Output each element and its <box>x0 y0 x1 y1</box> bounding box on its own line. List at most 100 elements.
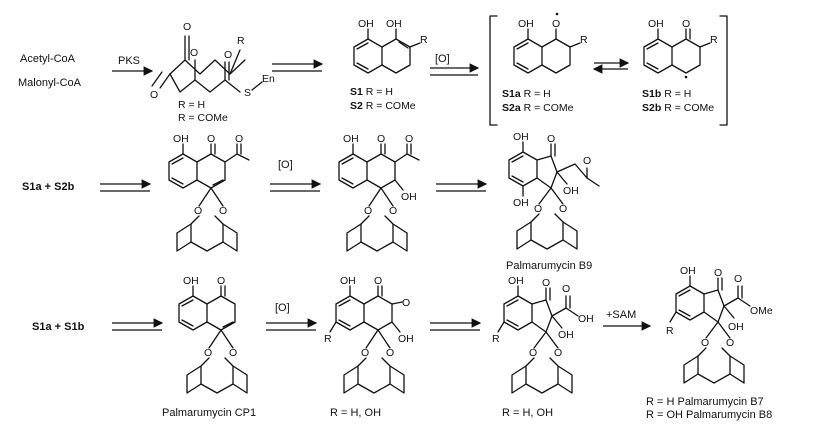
palmarumycin-b8-label: R = OH Palmarumycin B8 <box>646 409 772 421</box>
svg-text:S1b R = H: S1b R = H <box>642 88 691 100</box>
svg-text:OH: OH <box>513 197 529 209</box>
svg-text:OH: OH <box>728 321 744 333</box>
svg-text:O: O <box>554 347 562 359</box>
palmarumycin-cp1-label: Palmarumycin CP1 <box>162 407 256 419</box>
svg-text:S2b R = COMe: S2b R = COMe <box>642 102 714 114</box>
acetyl-coa-label: Acetyl-CoA <box>20 53 76 65</box>
svg-text:S1 R = H: S1 R = H <box>350 86 393 98</box>
svg-text:OH: OH <box>183 275 199 287</box>
radical-resonance: OH O R S1a R = H S2a R = COMe OH O R S1b… <box>489 12 728 126</box>
svg-text:OH: OH <box>508 275 524 287</box>
svg-text:S2a R = COMe: S2a R = COMe <box>502 102 574 114</box>
svg-text:O: O <box>402 297 410 309</box>
svg-text:OH: OH <box>680 265 696 277</box>
svg-text:[O]: [O] <box>435 53 450 65</box>
svg-text:OH: OH <box>343 133 359 145</box>
svg-text:O: O <box>389 205 397 217</box>
svg-text:O: O <box>235 133 243 145</box>
svg-text:R: R <box>492 333 500 345</box>
row2-arrow-1 <box>100 179 152 192</box>
svg-text:S2 R = COMe: S2 R = COMe <box>350 100 416 112</box>
enzyme-label: En <box>262 73 275 85</box>
svg-text:S1a R = H: S1a R = H <box>502 88 551 100</box>
svg-text:OH: OH <box>340 275 356 287</box>
svg-text:[O]: [O] <box>278 159 293 171</box>
svg-text:O: O <box>559 203 567 215</box>
svg-text:O: O <box>552 18 560 30</box>
svg-text:OH: OH <box>386 18 402 30</box>
epoxide-intermediate: OH O O OH O O <box>338 133 420 252</box>
svg-text:OH: OH <box>513 131 529 143</box>
pks-label: PKS <box>118 55 140 67</box>
svg-text:O: O <box>374 275 382 287</box>
row3-reactants: S1a + S1b <box>32 321 85 333</box>
svg-text:R: R <box>237 35 245 47</box>
svg-text:O: O <box>405 133 413 145</box>
svg-text:OH: OH <box>401 191 417 203</box>
svg-text:OH: OH <box>518 18 534 30</box>
svg-text:OH: OH <box>648 18 664 30</box>
svg-text:O: O <box>547 133 555 145</box>
palmarumycin-b7-label: R = H Palmarumycin B7 <box>646 396 764 408</box>
svg-text:O: O <box>714 267 722 279</box>
svg-text:O: O <box>529 347 537 359</box>
palmarumycin-b9-label: Palmarumycin B9 <box>506 260 592 272</box>
arrow-to-s1 <box>272 59 324 72</box>
svg-text:O: O <box>364 205 372 217</box>
svg-text:O: O <box>229 347 237 359</box>
malonyl-coa-label: Malonyl-CoA <box>18 77 82 89</box>
oxidation-arrow-1: [O] <box>430 53 480 76</box>
svg-text:R: R <box>710 34 718 46</box>
svg-text:O: O <box>377 133 385 145</box>
svg-text:O: O <box>217 275 225 287</box>
svg-text:OH: OH <box>358 18 374 30</box>
svg-text:O: O <box>726 337 734 349</box>
spiro-ketone-intermediate: OH O O O O <box>168 133 250 252</box>
pks-arrow: PKS <box>112 55 154 76</box>
row2-oxidation-arrow: [O] <box>270 159 322 192</box>
svg-text:O: O <box>219 205 227 217</box>
svg-text:O: O <box>682 18 690 30</box>
svg-text:R: R <box>580 34 588 46</box>
svg-text:O: O <box>204 347 212 359</box>
svg-text:O: O <box>207 133 215 145</box>
row3-arrow-1 <box>112 318 164 331</box>
svg-text:+SAM: +SAM <box>606 309 636 321</box>
svg-text:OH: OH <box>558 329 574 341</box>
polyketide-intermediate: O R O O O S En R = H R = COMe <box>150 21 275 124</box>
svg-text:O: O <box>542 277 550 289</box>
svg-text:R: R <box>420 34 428 46</box>
row2-reactants: S1a + S2b <box>22 181 75 193</box>
svg-text:R: R <box>666 325 674 337</box>
svg-text:O: O <box>734 273 742 285</box>
thioester-s: S <box>244 87 251 99</box>
svg-text:OH: OH <box>173 133 189 145</box>
svg-text:O: O <box>183 21 191 33</box>
svg-text:R = COMe: R = COMe <box>178 112 228 124</box>
svg-text:O: O <box>701 337 709 349</box>
methyl-ester: OMe <box>750 305 773 317</box>
svg-text:O: O <box>224 49 232 61</box>
row3-arrow-3 <box>430 318 482 331</box>
sam-arrow: +SAM <box>603 309 652 331</box>
svg-text:O: O <box>534 203 542 215</box>
svg-text:O: O <box>562 283 570 295</box>
svg-text:[O]: [O] <box>275 302 290 314</box>
svg-text:R = H: R = H <box>178 99 205 111</box>
row3-oxidation-arrow: [O] <box>266 302 318 331</box>
svg-text:OH: OH <box>398 333 414 345</box>
svg-text:O: O <box>150 89 158 101</box>
palmarumycin-cp1-structure: OH O O O <box>178 275 248 394</box>
row2-arrow-3 <box>436 179 488 192</box>
svg-text:O: O <box>361 347 369 359</box>
svg-text:O: O <box>386 347 394 359</box>
naphthol-s1-s2: OH OH R S1 R = H S2 R = COMe <box>350 18 428 112</box>
svg-text:O: O <box>194 205 202 217</box>
svg-text:OH: OH <box>563 185 579 197</box>
r-label-1: R = H, OH <box>330 407 381 419</box>
